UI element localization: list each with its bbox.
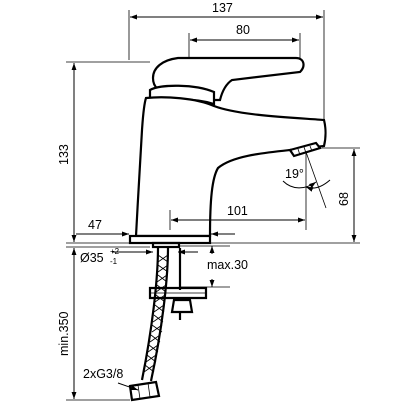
- connection-label: 2xG3/8: [83, 367, 139, 391]
- dim-outlet-height: 68: [210, 147, 360, 244]
- label-max30: max.30: [207, 258, 248, 272]
- mounting-hardware: max.30: [148, 241, 248, 320]
- label-101: 101: [227, 204, 248, 218]
- dim-hole-diameter: Ø35 +2 -1: [80, 247, 198, 266]
- dim-spout-reach: 101: [169, 204, 307, 230]
- dim-handle-length: 80: [188, 23, 301, 60]
- label-min350: min.350: [57, 311, 71, 356]
- label-47: 47: [88, 218, 102, 232]
- label-80: 80: [236, 23, 250, 37]
- dim-total-length: 137: [128, 1, 325, 120]
- label-19: 19°: [285, 167, 304, 181]
- label-68: 68: [337, 192, 351, 206]
- label-tol-upper: +2: [110, 247, 120, 256]
- dim-min-hose: min.350: [57, 246, 150, 401]
- label-133: 133: [57, 144, 71, 165]
- dim-outlet-angle: 19°: [282, 151, 331, 212]
- faucet-body: [128, 56, 327, 245]
- label-connection: 2xG3/8: [83, 367, 123, 381]
- label-tol-lower: -1: [110, 257, 118, 266]
- label-diameter: Ø35: [80, 251, 104, 265]
- dim-height: 133: [57, 61, 150, 244]
- dim-base-offset: 47: [76, 218, 235, 237]
- label-137: 137: [212, 1, 233, 15]
- braided-hose: [128, 246, 170, 402]
